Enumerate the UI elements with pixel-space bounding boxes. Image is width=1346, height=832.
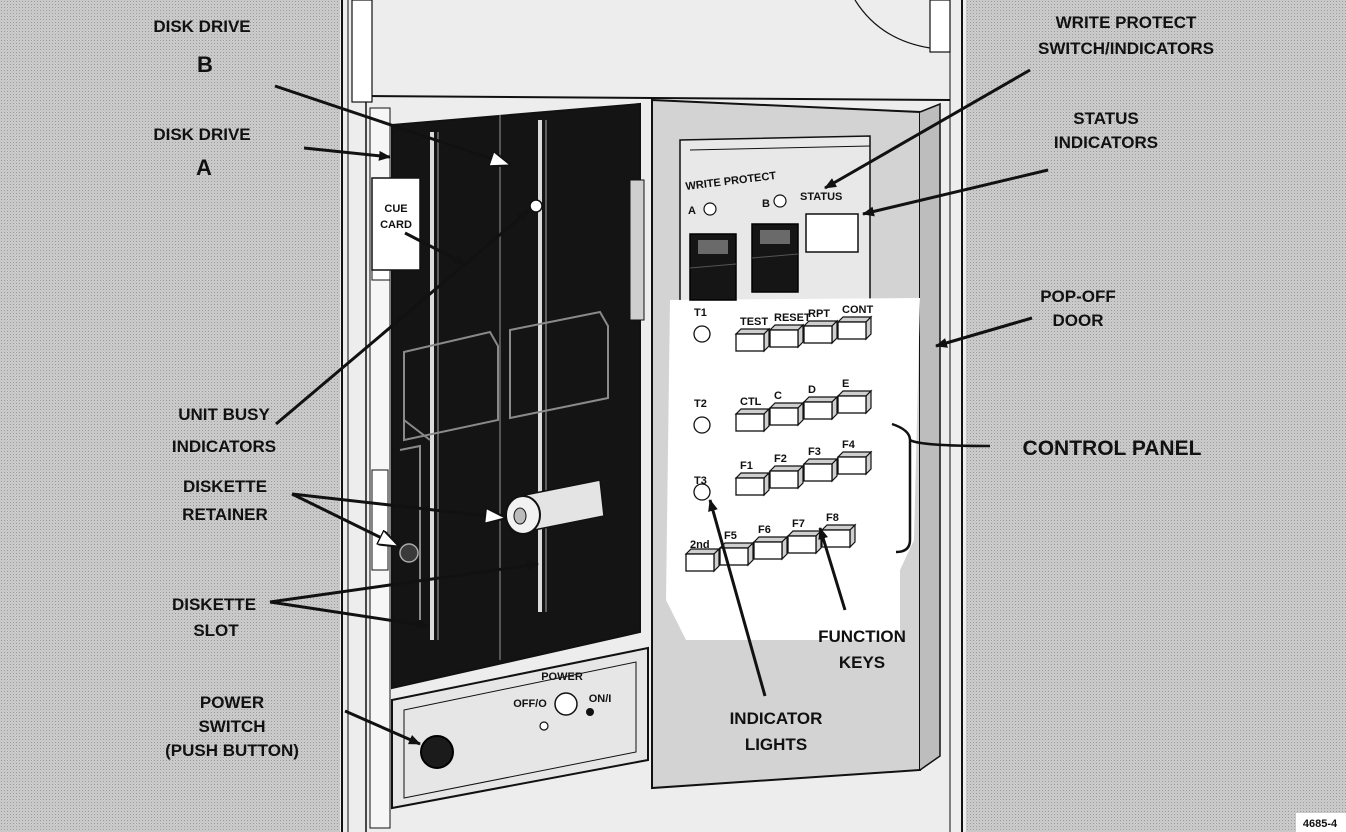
function-key-rpt[interactable]: RPT <box>802 308 839 345</box>
function-key-ctl[interactable]: CTL <box>734 396 771 433</box>
indicator-light-t3 <box>693 483 711 501</box>
function-key-label: E <box>842 378 849 390</box>
function-key-label: F8 <box>826 512 839 524</box>
callout-arrows <box>269 68 1049 746</box>
label-diskette-slot: DISKETTE <box>172 595 256 614</box>
function-key-f2[interactable]: F2 <box>768 453 805 490</box>
off-indicator <box>539 721 549 731</box>
power-button[interactable] <box>420 735 454 769</box>
label-disk-drive-b: DISK DRIVE <box>153 17 250 36</box>
label-write-protect-2: SWITCH/INDICATORS <box>1038 39 1214 58</box>
function-key-label: 2nd <box>690 539 710 551</box>
power-indicator-ring <box>554 692 578 716</box>
label-indicator-lights: INDICATOR <box>730 709 823 728</box>
label-pop-off-door-2: DOOR <box>1053 311 1104 330</box>
function-key-d[interactable]: D <box>802 384 839 421</box>
function-key-label: F1 <box>740 460 753 472</box>
label-power-switch-3: (PUSH BUTTON) <box>165 741 299 760</box>
status-indicator-window <box>805 213 859 253</box>
indicator-lights: T1 T2 T3 <box>693 307 711 501</box>
write-protect-indicator-a <box>703 202 717 216</box>
label-disk-drive-a-letter: A <box>196 155 212 180</box>
label-control-panel: CONTROL PANEL <box>1023 437 1202 460</box>
function-key-label: CONT <box>842 304 873 316</box>
diskette-retainer-a <box>399 543 419 563</box>
function-key-label: RESET <box>774 312 811 324</box>
indicator-t2-label: T2 <box>694 398 707 410</box>
function-key-label: F3 <box>808 446 821 458</box>
cue-card-label-1: CUE <box>384 203 407 215</box>
cue-card: CUE CARD <box>371 177 421 271</box>
label-disk-drive-a: DISK DRIVE <box>153 125 250 144</box>
unit-busy-indicator-b <box>529 199 543 213</box>
label-status-indicators: STATUS <box>1073 109 1138 128</box>
function-key-f3[interactable]: F3 <box>802 446 839 483</box>
label-function-keys: FUNCTION <box>818 627 906 646</box>
function-key-e[interactable]: E <box>836 378 873 415</box>
function-key-label: CTL <box>740 396 762 408</box>
write-protect-switch-b[interactable] <box>751 223 799 293</box>
status-text: STATUS <box>800 191 842 203</box>
label-status-indicators-2: INDICATORS <box>1054 133 1158 152</box>
label-power-switch-2: SWITCH <box>198 717 265 736</box>
function-key-f4[interactable]: F4 <box>836 439 873 476</box>
disk-drive-unit <box>391 102 641 690</box>
wp-b-text: B <box>762 198 770 210</box>
function-key-label: F7 <box>792 518 805 530</box>
function-key-label: F6 <box>758 524 771 536</box>
label-unit-busy-2: INDICATORS <box>172 437 276 456</box>
function-key-cont[interactable]: CONT <box>836 304 873 341</box>
power-off-text: OFF/O <box>513 698 547 710</box>
label-indicator-lights-2: LIGHTS <box>745 735 807 754</box>
figure-number: 4685-4 <box>1303 818 1338 830</box>
power-text: POWER <box>541 671 583 683</box>
function-key-label: C <box>774 390 782 402</box>
function-key-c[interactable]: C <box>768 390 805 427</box>
on-indicator <box>586 708 594 716</box>
function-key-label: TEST <box>740 316 768 328</box>
function-key-label: F2 <box>774 453 787 465</box>
function-key-test[interactable]: TEST <box>734 316 771 353</box>
label-unit-busy: UNIT BUSY <box>178 405 270 424</box>
function-key-label: F5 <box>724 530 737 542</box>
diskette-retainer-b <box>505 479 605 535</box>
write-protect-indicator-b <box>773 194 787 208</box>
function-key-label: D <box>808 384 816 396</box>
callout-labels: DISK DRIVE B DISK DRIVE A UNIT BUSY INDI… <box>153 13 1346 832</box>
power-panel: POWER OFF/O ON/I <box>391 646 649 810</box>
write-protect-switch-a[interactable] <box>689 233 737 301</box>
indicator-light-t1 <box>693 325 711 343</box>
label-pop-off-door: POP-OFF <box>1040 287 1116 306</box>
function-key-f6[interactable]: F6 <box>752 524 789 561</box>
function-key-f7[interactable]: F7 <box>786 518 823 555</box>
label-disk-drive-b-letter: B <box>197 52 213 77</box>
function-key-2nd[interactable]: 2nd <box>684 539 721 573</box>
power-on-text: ON/I <box>589 693 612 705</box>
function-key-reset[interactable]: RESET <box>768 312 811 349</box>
wp-a-text: A <box>688 205 696 217</box>
indicator-light-t2 <box>693 416 711 434</box>
label-power-switch: POWER <box>200 693 264 712</box>
label-diskette-slot-2: SLOT <box>193 621 239 640</box>
label-diskette-retainer: DISKETTE <box>183 477 267 496</box>
cue-card-label-2: CARD <box>380 219 412 231</box>
label-write-protect: WRITE PROTECT <box>1056 13 1197 32</box>
function-key-label: F4 <box>842 439 856 451</box>
function-key-label: RPT <box>808 308 830 320</box>
function-key-f1[interactable]: F1 <box>734 460 771 497</box>
label-diskette-retainer-2: RETAINER <box>182 505 268 524</box>
indicator-t1-label: T1 <box>694 307 707 319</box>
write-protect-area: WRITE PROTECT A B STATUS <box>685 170 859 301</box>
label-function-keys-2: KEYS <box>839 653 885 672</box>
